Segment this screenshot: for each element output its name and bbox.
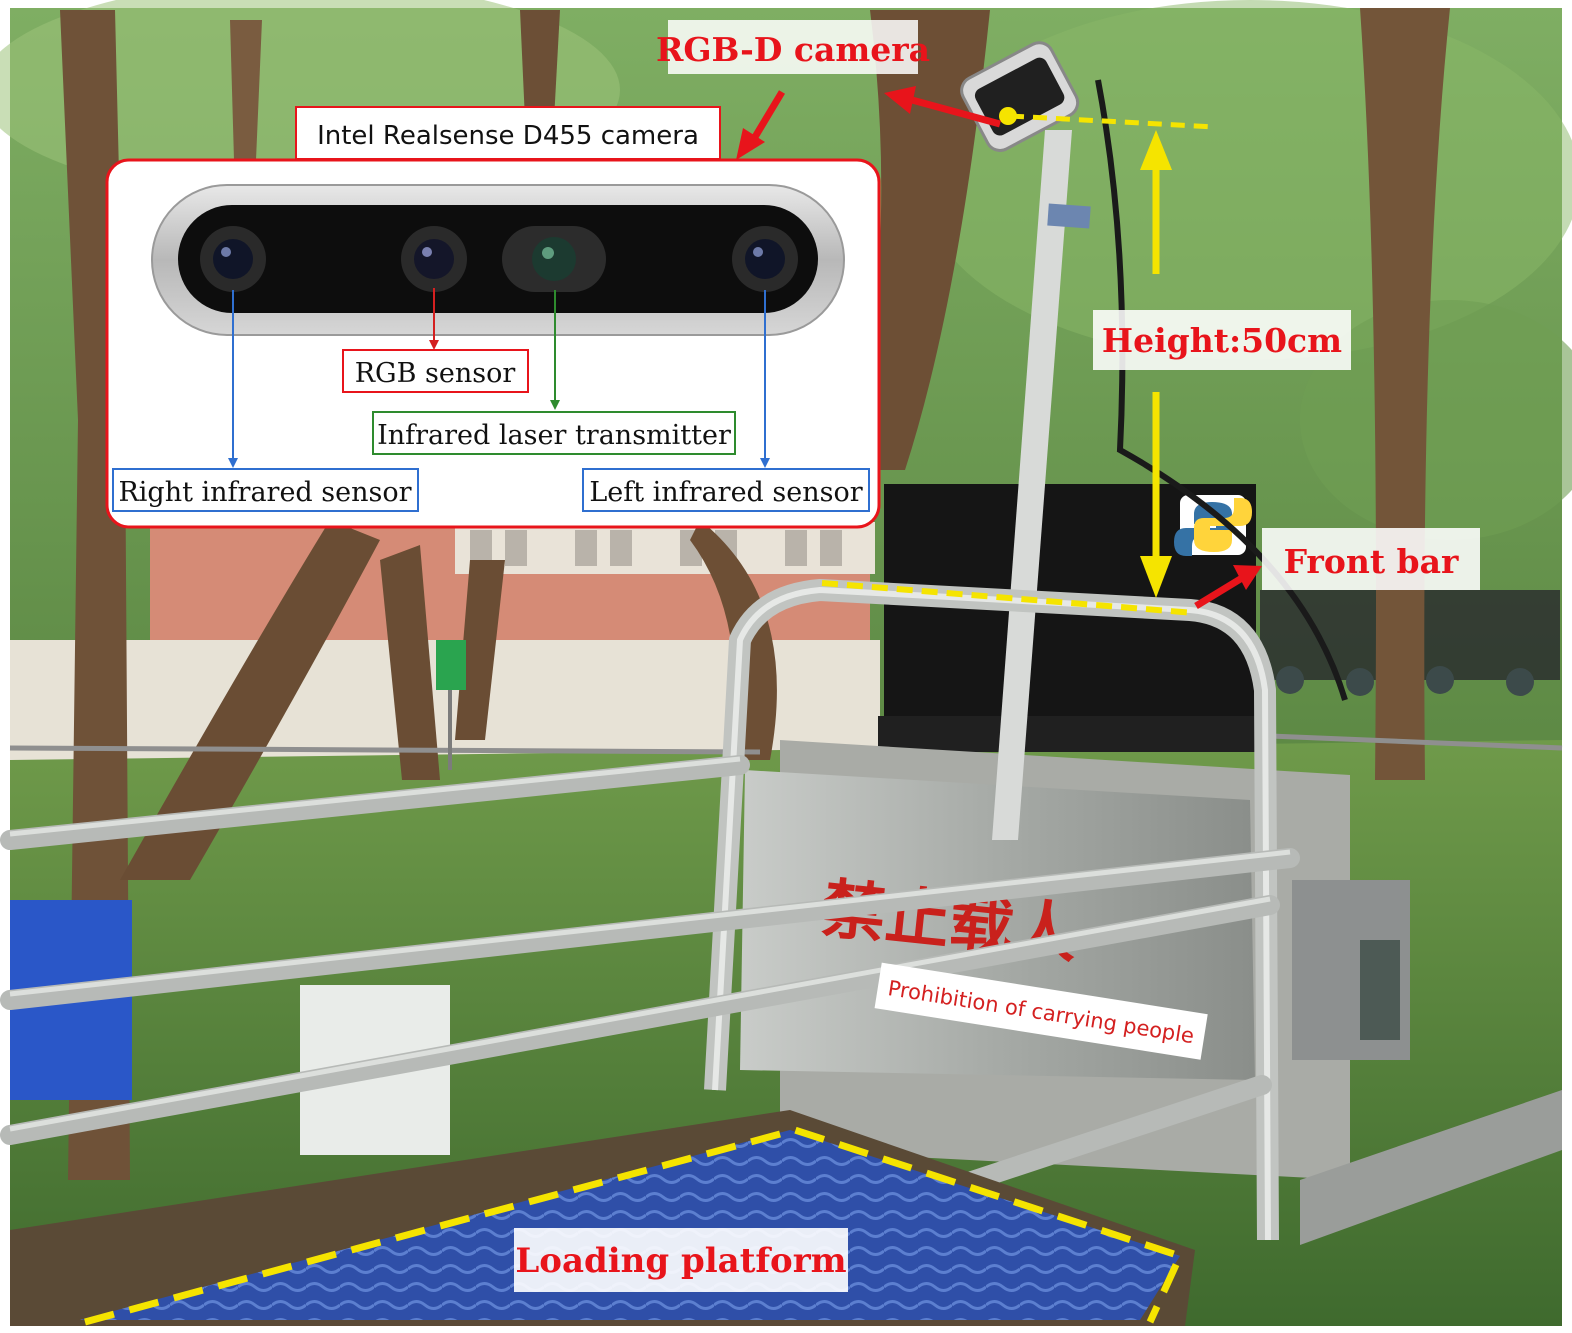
python-logo-icon — [1174, 495, 1252, 556]
rgb-lens — [401, 226, 467, 292]
left-infrared-box — [582, 468, 870, 512]
left-infrared-label: Left infrared sensor — [589, 477, 862, 508]
front-bar-arrow — [1194, 575, 1244, 609]
transmitter-label: Infrared laser transmitter — [377, 420, 731, 451]
model-label-box — [295, 106, 721, 160]
height-label: Height:50cm — [1102, 321, 1342, 360]
right-infrared-lens — [200, 226, 266, 292]
yellow-guides — [84, 107, 1216, 1326]
rgbd-label-box — [668, 20, 918, 74]
rgb-sensor-box — [342, 349, 529, 393]
red-callout-arrows — [736, 86, 1262, 609]
rgb-sensor-label: RGB sensor — [355, 358, 516, 389]
front-bar-label-box — [1262, 528, 1480, 590]
loading-platform-label: Loading platform — [515, 1241, 846, 1281]
camera-point-marker — [999, 107, 1017, 125]
infrared-transmitter-lens — [502, 226, 606, 292]
front-bar-line — [821, 580, 1196, 616]
loading-platform-outline — [84, 1126, 1185, 1326]
transmitter-box — [372, 411, 736, 455]
height-arrowhead-down — [1140, 556, 1172, 598]
height-arrowhead-up — [1140, 130, 1172, 170]
model-label: Intel Realsense D455 camera — [317, 121, 699, 151]
height-label-box — [1093, 310, 1351, 370]
camera-inset-panel: RGB sensor Infrared laser transmitter Ri… — [105, 158, 881, 529]
left-infrared-lens — [732, 226, 798, 292]
front-bar-label: Front bar — [1284, 542, 1459, 581]
camera-to-label-arrow — [911, 96, 1001, 128]
right-infrared-box — [112, 468, 419, 512]
rgbd-camera-label: RGB-D camera — [656, 30, 930, 69]
label-to-inset-arrow — [748, 90, 786, 144]
camera-height-line — [1009, 113, 1216, 130]
loading-platform-label-box — [514, 1228, 848, 1292]
prohibition-label-box — [874, 962, 1208, 1060]
right-infrared-label: Right infrared sensor — [118, 477, 411, 508]
